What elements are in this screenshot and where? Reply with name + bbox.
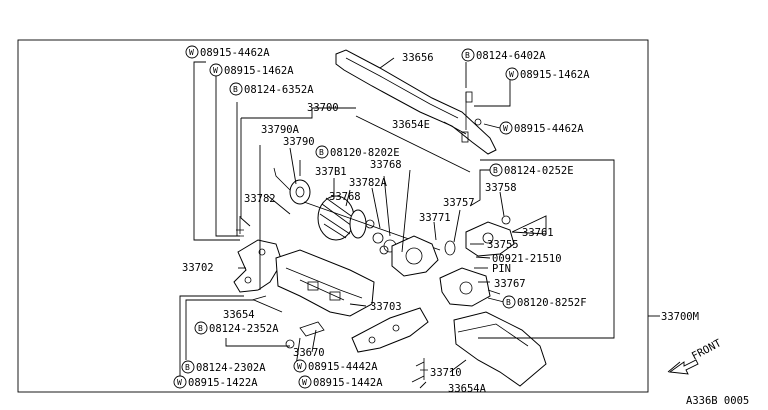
callout-08124-0252E: B 08124-0252E: [489, 163, 574, 177]
label-33757: 33757: [443, 197, 475, 209]
label-33702: 33702: [182, 262, 214, 274]
svg-text:W: W: [302, 378, 307, 387]
callout-08124-6402A: B 08124-6402A: [461, 48, 546, 62]
callout-08915-1442A: W 08915-1442A: [298, 375, 383, 389]
label-33767: 33767: [494, 278, 526, 290]
callout-08915-1462A-left: W 08915-1462A: [209, 63, 294, 77]
callout-08915-4442A: W 08915-4442A: [293, 359, 378, 373]
svg-text:08124-0252E: 08124-0252E: [504, 165, 574, 177]
svg-text:B: B: [319, 148, 324, 157]
svg-text:08915-1442A: 08915-1442A: [313, 377, 383, 389]
label-33755: 33755: [487, 239, 519, 251]
callout-08124-2352A: B 08124-2352A: [194, 321, 279, 335]
callout-08120-8252F: B 08120-8252F: [502, 295, 587, 309]
svg-text:08124-2302A: 08124-2302A: [196, 362, 266, 374]
svg-text:08915-1462A: 08915-1462A: [224, 65, 294, 77]
svg-text:B: B: [506, 298, 511, 307]
diagram-code: A336B 0005: [686, 395, 749, 407]
svg-text:08915-4462A: 08915-4462A: [200, 47, 270, 59]
svg-text:08120-8202E: 08120-8202E: [330, 147, 400, 159]
front-arrow-icon: [668, 359, 699, 375]
svg-text:08915-1462A: 08915-1462A: [520, 69, 590, 81]
callout-08915-1422A: W 08915-1422A: [173, 375, 258, 389]
label-33782: 33782: [244, 193, 276, 205]
label-33758: 33758: [485, 182, 517, 194]
svg-text:W: W: [297, 362, 302, 371]
callout-08915-4462A-right: W 08915-4462A: [499, 121, 584, 135]
label-33670: 33670: [293, 347, 325, 359]
label-33654A: 33654A: [448, 383, 487, 395]
svg-text:08124-2352A: 08124-2352A: [209, 323, 279, 335]
callout-08124-2302A: B 08124-2302A: [181, 360, 266, 374]
callout-08120-8202E: B 08120-8202E: [315, 145, 400, 159]
svg-text:08120-8252F: 08120-8252F: [517, 297, 587, 309]
label-00921-21510: 00921-21510: [492, 253, 562, 265]
label-33761: 33761: [522, 227, 554, 239]
label-33782A: 33782A: [349, 177, 388, 189]
svg-text:08124-6402A: 08124-6402A: [476, 50, 546, 62]
label-33768-upper: 33768: [370, 159, 402, 171]
svg-text:W: W: [189, 48, 194, 57]
callouts: W 08915-4462A W 08915-1462A B 08124-6352…: [173, 45, 590, 395]
label-33654E: 33654E: [392, 119, 430, 131]
part-illustrations: [233, 49, 547, 387]
label-pin: PIN: [492, 263, 511, 275]
label-33656: 33656: [402, 52, 434, 64]
svg-text:B: B: [233, 85, 238, 94]
svg-text:08915-4462A: 08915-4462A: [514, 123, 584, 135]
label-33703: 33703: [370, 301, 402, 313]
svg-text:B: B: [493, 166, 498, 175]
svg-text:B: B: [465, 51, 470, 60]
svg-text:B: B: [198, 324, 203, 333]
label-33654: 33654: [223, 309, 255, 321]
callout-08124-6352A: B 08124-6352A: [229, 82, 314, 96]
svg-text:W: W: [177, 378, 182, 387]
callout-08915-4462A-top: W 08915-4462A: [185, 45, 270, 59]
label-33768-lower: 33768: [329, 191, 361, 203]
label-33790: 33790: [283, 136, 315, 148]
callout-08915-1462A-right: W 08915-1462A: [505, 67, 590, 81]
assembly-frame: [17, 39, 649, 393]
assembly-label: 33700M: [661, 311, 699, 323]
svg-text:08915-1422A: 08915-1422A: [188, 377, 258, 389]
leader-lines: [179, 57, 681, 389]
front-label: FRONT: [690, 337, 724, 363]
label-33790A: 33790A: [261, 124, 300, 136]
svg-text:08915-4442A: 08915-4442A: [308, 361, 378, 373]
svg-text:W: W: [509, 70, 514, 79]
label-33710: 33710: [430, 367, 462, 379]
label-33771: 33771: [419, 212, 451, 224]
svg-text:W: W: [213, 66, 218, 75]
svg-text:08124-6352A: 08124-6352A: [244, 84, 314, 96]
label-33781: 337B1: [315, 166, 347, 178]
svg-text:W: W: [503, 124, 508, 133]
label-33700: 33700: [307, 102, 339, 114]
svg-text:B: B: [185, 363, 190, 372]
